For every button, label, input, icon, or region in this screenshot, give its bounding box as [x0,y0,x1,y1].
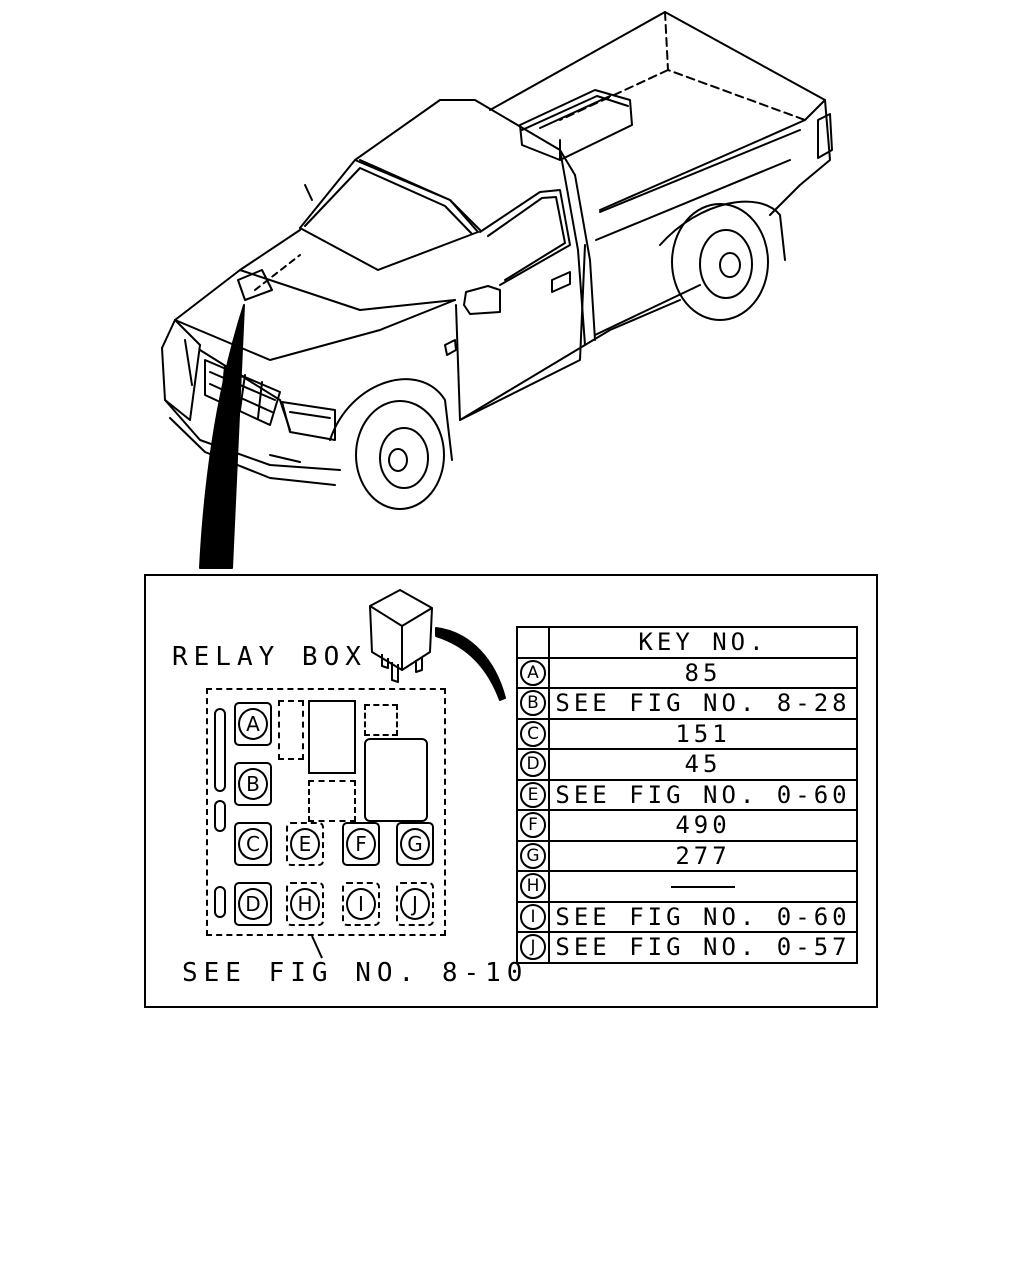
row-value: 85 [548,656,858,689]
socket-j-label: J [400,888,430,920]
row-letter: H [520,873,546,900]
row-letter: A [520,659,546,686]
table-row: A 85 [516,656,858,689]
socket-a-label: A [238,708,268,740]
key-table-header: KEY NO. [548,626,858,659]
fuse-strip-bottom [214,886,226,918]
socket-h: H [286,882,324,926]
table-row: B SEE FIG NO. 8-28 [516,687,858,720]
blank-dash [671,886,735,889]
relay-slot-lower-dashed [308,780,356,822]
row-letter: E [520,781,546,808]
pickup-truck-illustration [161,11,833,569]
row-value: 151 [548,717,858,750]
key-table: KEY NO. A 85 B SEE FIG NO. 8-28 C 151 D … [516,626,858,964]
socket-d: D [234,882,272,926]
fuse-strip-short [214,800,226,832]
fuse-strip-long [214,708,226,792]
row-value: SEE FIG NO. 8-28 [548,687,858,720]
row-letter: B [520,690,546,717]
table-row: G 277 [516,839,858,872]
relay-box-title: RELAY BOX [172,642,367,672]
relay-box: A B C D E F G H I J [206,688,446,936]
key-table-header-row: KEY NO. [516,626,858,659]
socket-f-label: F [346,828,376,860]
socket-b-label: B [238,768,268,800]
row-value: SEE FIG NO. 0-60 [548,900,858,933]
row-value: 45 [548,748,858,781]
socket-i: I [342,882,380,926]
socket-g: G [396,822,434,866]
socket-a: A [234,702,272,746]
table-row: I SEE FIG NO. 0-60 [516,900,858,933]
socket-h-label: H [290,888,320,920]
socket-i-label: I [346,888,376,920]
socket-e-label: E [290,828,320,860]
row-value-blank [548,870,858,903]
fuse-slot-dashed [278,700,304,760]
socket-e: E [286,822,324,866]
table-row: H [516,870,858,903]
table-row: E SEE FIG NO. 0-60 [516,778,858,811]
key-table-corner [516,626,550,659]
row-value: 490 [548,809,858,842]
row-letter: F [520,812,546,839]
socket-d-label: D [238,888,268,920]
detail-frame [144,574,878,1008]
relay-slot-small-dashed [364,704,398,736]
relay-slot-upper [308,700,356,774]
row-letter: I [520,903,546,930]
table-row: F 490 [516,809,858,842]
socket-j: J [396,882,434,926]
row-letter: G [520,842,546,869]
table-row: J SEE FIG NO. 0-57 [516,931,858,964]
row-letter: C [520,720,546,747]
socket-c: C [234,822,272,866]
row-value: SEE FIG NO. 0-57 [548,931,858,964]
socket-g-label: G [400,828,430,860]
row-value: SEE FIG NO. 0-60 [548,778,858,811]
row-letter: D [520,751,546,778]
row-value: 277 [548,839,858,872]
table-row: C 151 [516,717,858,750]
relay-box-reference: SEE FIG NO. 8-10 [182,958,529,988]
relay-slot-large [364,738,428,822]
table-row: D 45 [516,748,858,781]
socket-b: B [234,762,272,806]
row-letter: J [520,934,546,961]
socket-f: F [342,822,380,866]
socket-c-label: C [238,828,268,860]
